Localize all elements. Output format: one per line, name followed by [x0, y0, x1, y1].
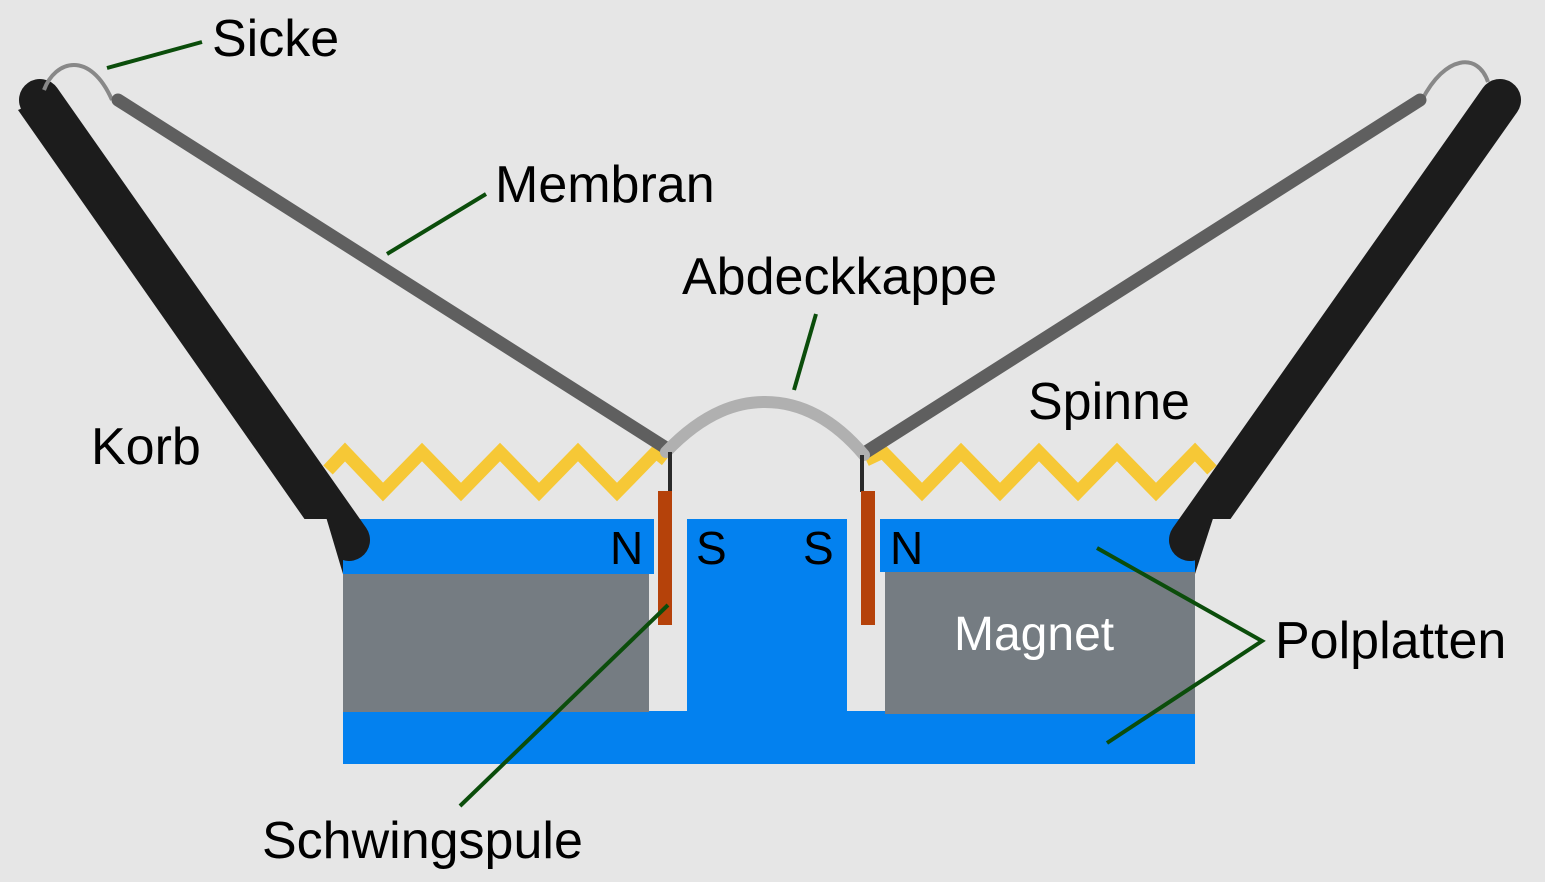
- membrane-right: [859, 93, 1427, 459]
- leader-polplatten: [1096, 546, 1266, 745]
- top-pole-plate-left: [343, 519, 654, 574]
- label-membran: Membran: [495, 156, 715, 214]
- pole-label-right-outer: N: [890, 522, 923, 574]
- leader-sicke: [106, 40, 203, 70]
- label-korb: Korb: [91, 418, 201, 476]
- magnet-label: Magnet: [954, 608, 1114, 661]
- label-polplatten: Polplatten: [1275, 612, 1506, 670]
- pole-label-left-inner: S: [696, 522, 727, 574]
- spider-right: [863, 442, 1217, 502]
- magnet-left: [343, 574, 649, 712]
- center-pole-piece: [687, 519, 847, 714]
- magnet-right: [885, 572, 1195, 714]
- basket-left-foot: [321, 500, 343, 574]
- voice-coil-right: [861, 491, 875, 625]
- surround-left: [42, 63, 114, 101]
- surround-right: [1420, 60, 1490, 101]
- bottom-pole-plate: [343, 711, 1195, 764]
- leader-schwingspule: [458, 603, 670, 808]
- pole-label-left-outer: N: [610, 522, 643, 574]
- label-schwingspule: Schwingspule: [262, 812, 583, 870]
- top-pole-plate-right: [880, 519, 1195, 572]
- basket-left-arm: [19, 79, 370, 561]
- membrane-left: [111, 93, 673, 455]
- basket-right-arm: [1169, 79, 1521, 561]
- label-abdeckkappe: Abdeckkappe: [682, 248, 997, 306]
- leader-membran: [385, 192, 488, 256]
- pole-label-right-inner: S: [803, 522, 834, 574]
- basket-right-foot: [1195, 500, 1219, 574]
- dust-cap: [660, 395, 870, 461]
- leader-abdeckkappe: [792, 313, 818, 391]
- voice-coil-left: [658, 491, 672, 625]
- label-sicke: Sicke: [212, 10, 339, 68]
- label-spinne: Spinne: [1028, 373, 1190, 431]
- spider-left: [323, 442, 671, 502]
